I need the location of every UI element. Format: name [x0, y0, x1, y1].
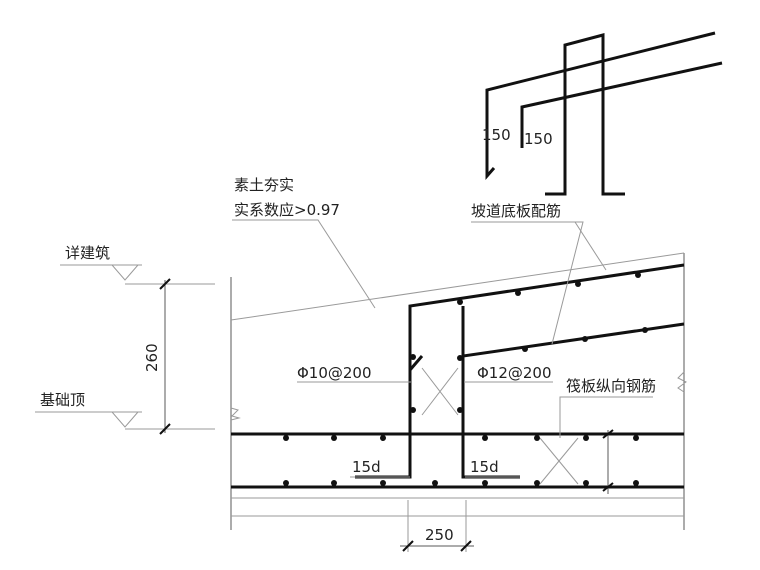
anchor-right-label: 15d: [470, 458, 499, 476]
section-outlines: [230, 252, 687, 530]
width-dim-label: 250: [425, 526, 454, 544]
upstand-right-bar: [461, 322, 685, 479]
rebar-dot: [380, 435, 386, 441]
foundation-level-triangle: [110, 411, 140, 428]
rebar-dot: [331, 480, 337, 486]
ramp-rebar-label: 坡道底板配筋: [471, 202, 561, 220]
slab-bar-spec-label: Φ12@200: [477, 364, 552, 382]
level-markers: [35, 264, 215, 435]
height-dim-tick-bot: [159, 423, 171, 435]
detail-bar-outer: [485, 31, 716, 180]
detail-dim-right-label: 150: [524, 130, 553, 148]
annotations: 素土夯实 实系数应>0.97 坡道底板配筋 详建筑 基础顶 260 Φ10@20…: [40, 176, 656, 544]
rebar-dot: [534, 480, 540, 486]
stirrup-spec-label: Φ10@200: [297, 364, 372, 382]
rebar-dot: [457, 355, 463, 361]
rebar-dot: [457, 299, 463, 305]
see-arch-level-triangle: [110, 264, 140, 281]
ramp-top-surface: [230, 252, 685, 321]
bar-bending-detail: 150 150: [482, 31, 723, 196]
rebar-dot: [575, 281, 581, 287]
rebar-dot: [380, 480, 386, 486]
detail-stirrup: [545, 33, 625, 196]
rebar-dot: [582, 336, 588, 342]
backfill-label-line2: 实系数应>0.97: [234, 201, 340, 219]
rebar-dot: [283, 435, 289, 441]
rebar-dot: [410, 354, 416, 360]
cross-b: [421, 367, 459, 416]
rebar-dot: [515, 290, 521, 296]
left-break-mark: [230, 407, 241, 421]
ramp-rebar-leader: [471, 221, 584, 345]
right-break-mark: [677, 371, 687, 393]
rebar-dot: [410, 407, 416, 413]
width-dimension: [231, 500, 684, 552]
foundation-top-label: 基础顶: [40, 391, 85, 409]
upstand-cross-hatch: [421, 367, 579, 485]
stirrup-hook: [408, 355, 424, 371]
rebar-dot: [633, 480, 639, 486]
rebar-dot: [432, 480, 438, 486]
rebar-dot: [583, 480, 589, 486]
rebar-dot: [482, 435, 488, 441]
width-tick-right: [460, 540, 472, 552]
raft-dim-tick-bot: [602, 482, 614, 492]
raft-dim-tick-top: [602, 429, 614, 439]
leader-lines: [232, 219, 653, 494]
anchor-left-label: 15d: [352, 458, 381, 476]
rebar-dot: [635, 272, 641, 278]
rebar-dot: [457, 407, 463, 413]
rebar-dot: [583, 435, 589, 441]
rebar-dot: [633, 435, 639, 441]
detail-dim-left-label: 150: [482, 126, 511, 144]
height-dim-tick-top: [159, 278, 171, 290]
backfill-leader: [232, 219, 376, 309]
height-dim-label: 260: [143, 343, 161, 372]
backfill-label-line1: 素土夯实: [234, 176, 294, 194]
rebar-dot: [283, 480, 289, 486]
rebar-dot: [534, 435, 540, 441]
width-tick-left: [402, 540, 414, 552]
raft-rebar-leader: [559, 396, 653, 438]
rebar-dot: [642, 327, 648, 333]
rebar-dot: [522, 346, 528, 352]
see-arch-label: 详建筑: [65, 244, 110, 262]
rebar-dot: [482, 480, 488, 486]
detail-bar-inner: [520, 61, 723, 148]
rebar-dots: [283, 272, 648, 486]
raft-cross-b: [539, 437, 579, 485]
raft-rebar-label: 筏板纵向钢筋: [566, 377, 656, 395]
ramp-rebar-leader-2: [574, 221, 607, 271]
rebar-dot: [331, 435, 337, 441]
